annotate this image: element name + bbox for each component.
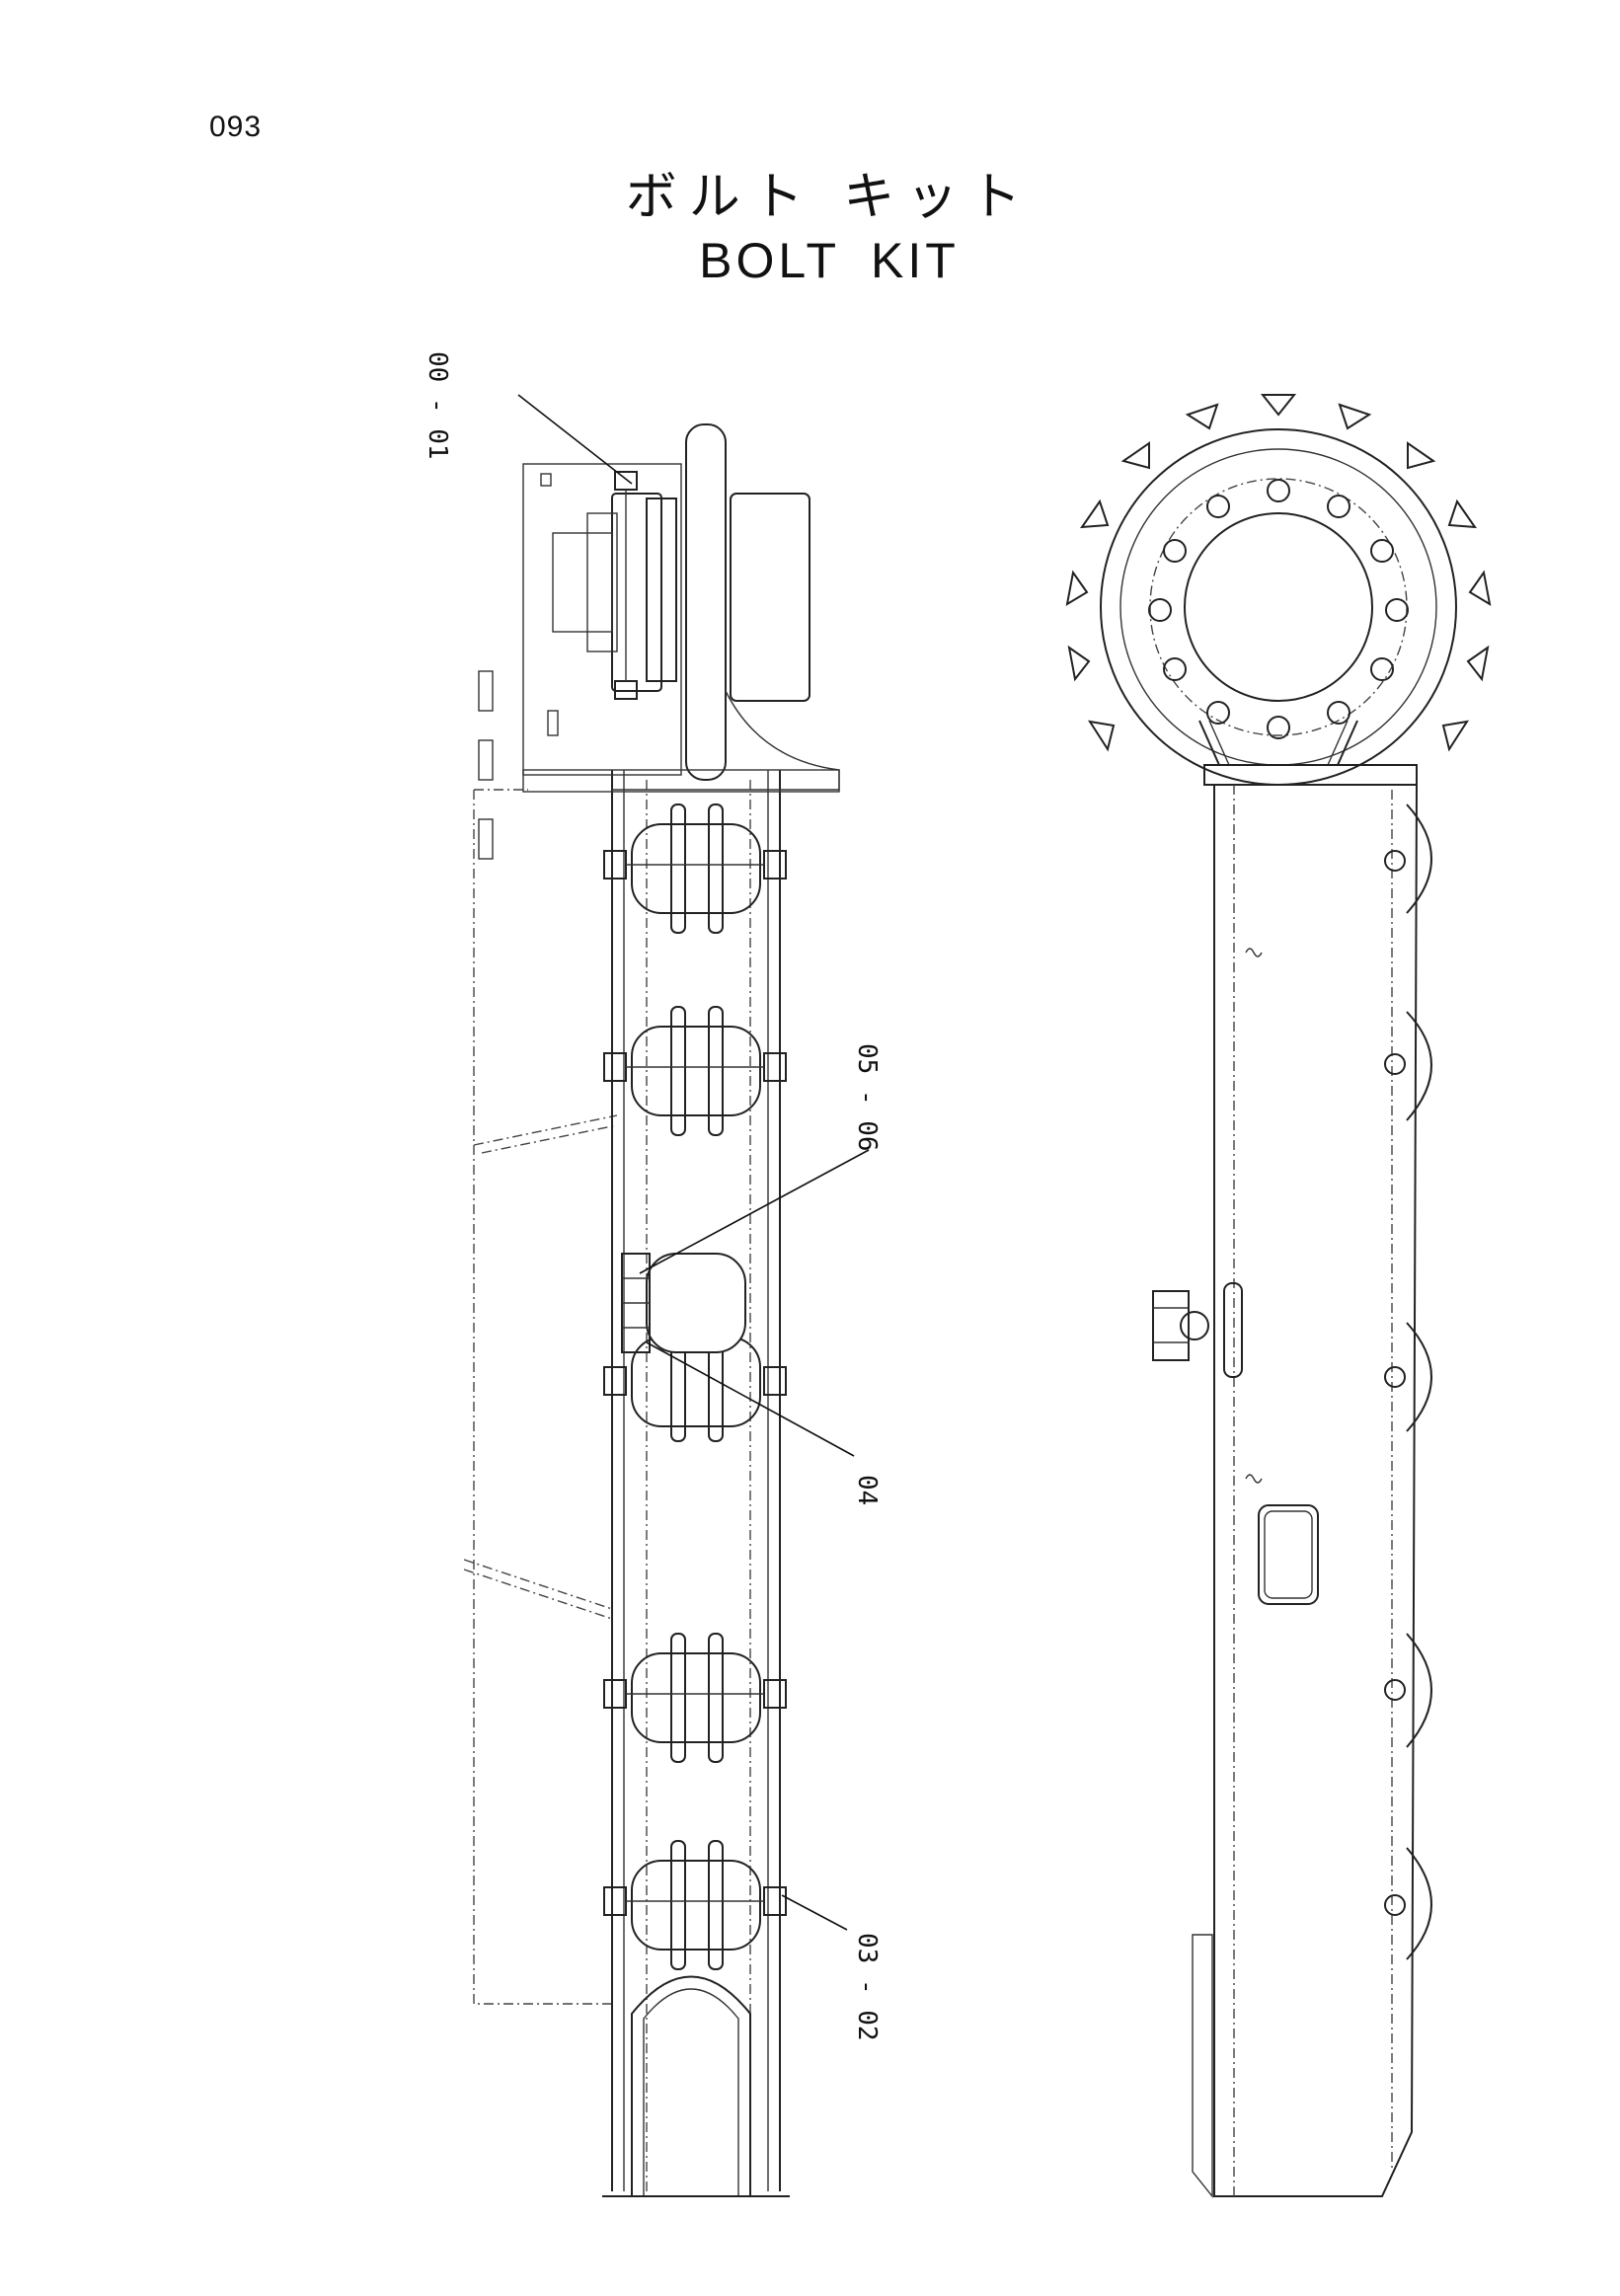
page-number: 093 (209, 111, 263, 143)
callout-05-06: 05 - 06 (852, 1043, 882, 1152)
roller-5 (603, 1840, 787, 1970)
title-english: BOLT KIT (699, 233, 960, 288)
callout-label: 00 - 01 (423, 351, 452, 460)
title-block: ボルト キット BOLT KIT (553, 166, 1106, 292)
callout-00-01: 00 - 01 (423, 351, 452, 460)
leader-lines (517, 394, 870, 1931)
callout-label: 04 (852, 1475, 882, 1505)
tensioner-side (1152, 1282, 1243, 1378)
callout-label: 05 - 06 (852, 1043, 882, 1152)
motor-bolts (614, 471, 638, 700)
title-japanese: ボルト キット (625, 168, 1034, 227)
callout-04: 04 (852, 1475, 882, 1505)
sprocket (1065, 394, 1492, 786)
left-view (463, 423, 840, 2197)
side-rollers (1384, 804, 1432, 1960)
roller-4 (603, 1633, 787, 1763)
right-view (1065, 394, 1492, 2198)
callout-03-02: 03 - 02 (852, 1933, 882, 2041)
callout-label: 03 - 02 (852, 1933, 882, 2041)
roller-3-with-tensioner (603, 1253, 787, 1442)
roller-1 (603, 804, 787, 934)
roller-2 (603, 1006, 787, 1136)
